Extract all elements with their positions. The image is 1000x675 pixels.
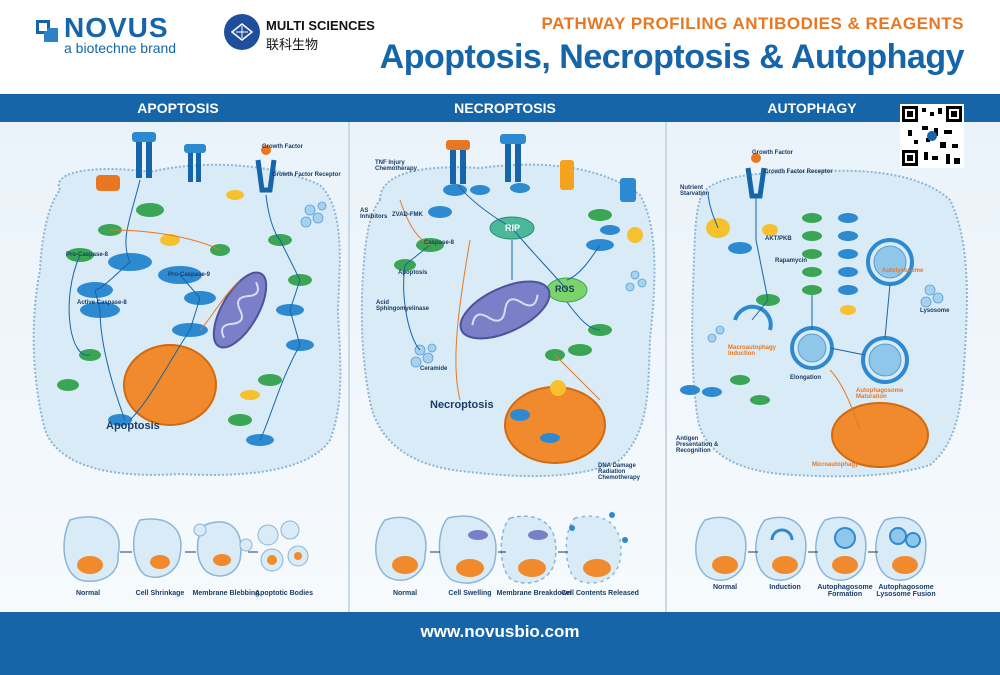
stage-apoptosis-normal-icon — [63, 516, 120, 582]
multi-sciences-logo[interactable]: MULTI SCIENCES 联科生物 — [222, 12, 375, 57]
akt-pkb-label: AKT/PKB — [765, 236, 792, 242]
stage-necroptosis-swelling-icon — [438, 515, 497, 584]
stage-label: Cell Contents Released — [561, 590, 639, 597]
header — [0, 0, 1000, 93]
stage-autophagy-induction-icon — [755, 516, 807, 581]
stage-label: Apoptotic Bodies — [255, 590, 313, 597]
stage-label: Normal — [712, 584, 738, 591]
growth-factor-label: Growth Factor — [752, 150, 794, 156]
tnf-injury-label: TNF Injury Chemotherapy — [375, 160, 418, 172]
stage-necroptosis-breakdown-icon — [500, 515, 557, 584]
section-band — [0, 94, 1000, 122]
footer-url-link[interactable]: www.novusbio.com — [420, 622, 580, 641]
section-title-apoptosis[interactable]: APOPTOSIS — [137, 100, 219, 116]
footer — [0, 612, 1000, 675]
rapamycin-label: Rapamycin — [775, 258, 808, 264]
antigen-presentation-label: Antigen Presentation & Recognition — [676, 436, 719, 454]
necroptosis-nucleus — [504, 386, 606, 464]
zvad-label: ZVAD-FMK — [392, 212, 423, 218]
as-inhibitors-label: AS Inhibitors — [360, 208, 388, 220]
microautophagy-label: Microautophagy — [812, 462, 859, 468]
stage-label: Cell Swelling — [448, 590, 492, 597]
novus-tagline: a biotechne brand — [64, 40, 177, 56]
caspase-8-label: Caspase-8 — [424, 240, 455, 246]
stage-label: Membrane Breakdown — [496, 590, 572, 597]
nutrient-starvation-label: Nutrient Starvation — [680, 185, 710, 197]
macroautophagy-label: Macroautophagy Induction — [728, 345, 777, 357]
acid-sphingomyelinase-label: Acid Sphingomyelinase — [376, 300, 430, 312]
apoptosis-receptor-icon — [96, 175, 120, 191]
mitochondrion-icon — [459, 280, 551, 340]
elongation-label: Elongation — [790, 375, 821, 381]
apoptosis-necro-label: Apoptosis — [398, 270, 428, 276]
growth-factor-label-apoptosis: Growth Factor — [262, 144, 304, 150]
apoptosis-receptor-icon — [184, 144, 206, 182]
autophagy-nucleus — [831, 402, 929, 468]
stage-autophagy-formation-icon — [815, 516, 867, 581]
stage-label: Induction — [769, 584, 801, 591]
qr-code-icon — [902, 106, 962, 166]
pro-caspase-9-label: Pro-Caspase-9 — [168, 272, 211, 278]
stage-label: Membrane Blebbing — [192, 590, 260, 597]
necroptosis-receptor-icon — [446, 140, 470, 184]
ros-label: ROS — [555, 284, 575, 294]
stage-label: Autophagosome Formation — [817, 584, 873, 598]
growth-factor-receptor-label-apoptosis: Growth Factor Receptor — [272, 172, 341, 178]
autolysosome-label: Autolysosome — [882, 268, 924, 274]
lysosome-label: Lysosome — [920, 308, 950, 314]
stage-autophagy-normal-icon — [695, 516, 747, 581]
growth-factor-receptor-icon — [255, 145, 277, 193]
mitochondrion-icon — [212, 271, 268, 349]
stage-necroptosis-released-icon — [565, 512, 628, 584]
panel-divider — [665, 122, 667, 612]
stage-autophagy-fusion-icon — [875, 516, 927, 581]
stage-apoptosis-bodies-icon — [257, 520, 309, 572]
ceramide-label: Ceramide — [420, 366, 448, 372]
active-caspase-8-label: Active Caspase-8 — [77, 300, 127, 306]
growth-factor-receptor-label: Growth Factor Receptor — [764, 169, 833, 175]
novus-name: NOVUS — [64, 12, 169, 43]
apoptosis-nucleus — [123, 344, 217, 426]
novus-logo[interactable]: NOVUS a biotechne brand — [36, 12, 216, 61]
stage-apoptosis-shrinkage-icon — [132, 518, 182, 578]
stage-necroptosis-normal-icon — [375, 516, 427, 581]
header-subtitle: PATHWAY PROFILING ANTIBODIES & REAGENTS — [541, 14, 964, 33]
apoptosis-cell-membrane — [32, 163, 342, 476]
apoptosis-receptor-icon — [132, 132, 156, 178]
necroptosis-receptor-icon — [500, 134, 526, 182]
necroptosis-center-label: Necroptosis — [430, 399, 494, 411]
section-title-autophagy[interactable]: AUTOPHAGY — [767, 100, 857, 116]
stage-apoptosis-blebbing-icon — [193, 521, 253, 577]
apoptosis-center-label: Apoptosis — [106, 420, 160, 432]
stage-label: Autophagosome Lysosome Fusion — [876, 584, 936, 598]
stage-label: Cell Shrinkage — [135, 590, 185, 597]
multi-sciences-name: MULTI SCIENCES — [266, 18, 375, 33]
stage-label: Normal — [75, 590, 101, 597]
rip-label: RIP — [505, 223, 521, 233]
page-title: Apoptosis, Necroptosis & Autophagy — [379, 38, 965, 76]
multi-sciences-emblem-icon — [224, 14, 260, 50]
section-title-necroptosis[interactable]: NECROPTOSIS — [454, 100, 556, 116]
qr-code[interactable] — [900, 104, 964, 168]
panel-divider — [348, 122, 350, 612]
autophagosome-maturation-label: Autophagosome Maturation — [856, 388, 904, 400]
multi-sciences-chinese: 联科生物 — [266, 37, 319, 52]
necroptosis-receptor-icon — [560, 160, 636, 202]
dna-damage-label: DNA Damage Radiation Chemotherapy — [598, 463, 641, 481]
pro-caspase-8-label: Pro-Caspase-8 — [66, 252, 109, 258]
novus-logo-mark-icon — [36, 20, 58, 42]
stage-label: Normal — [392, 590, 418, 597]
